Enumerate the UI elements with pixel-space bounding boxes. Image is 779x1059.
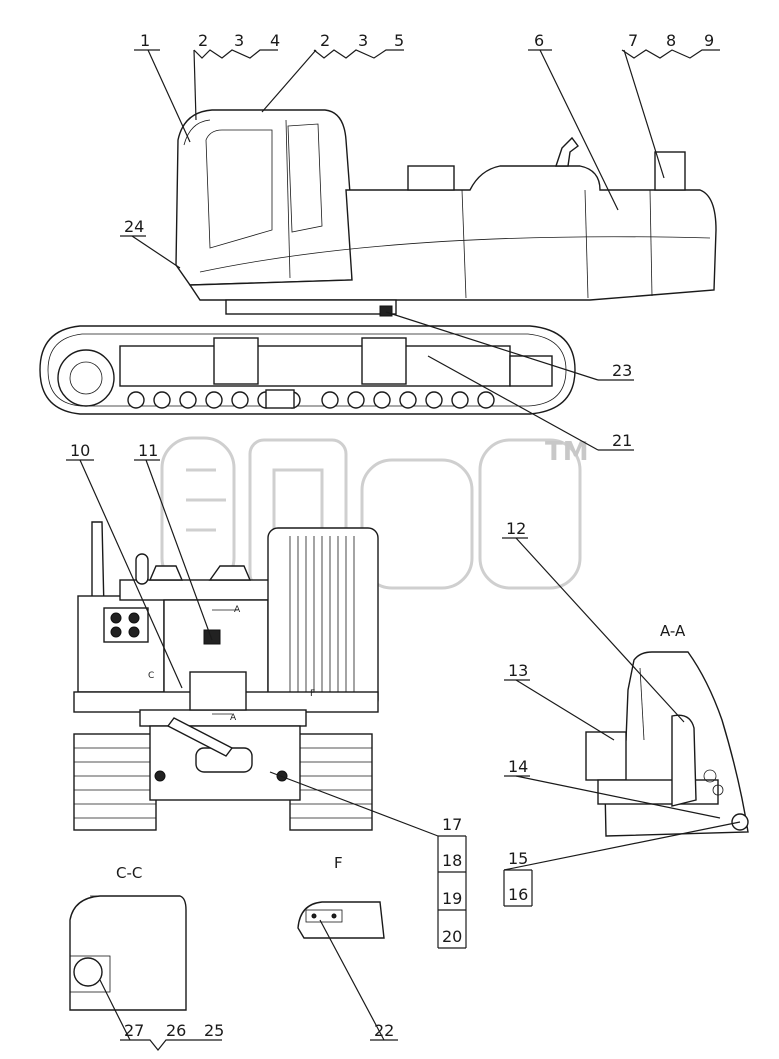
excavator-side-view (175, 109, 717, 317)
callout-3b: 3 (358, 31, 368, 50)
exhaust-pipe-rear (135, 553, 149, 585)
swing-bearing (225, 299, 397, 315)
section-cc-title: C-C (116, 864, 142, 882)
view-f-title: F (334, 854, 343, 872)
exhaust-pipe (555, 136, 579, 167)
callout-17: 17 (442, 815, 462, 834)
callout-3a: 3 (234, 31, 244, 50)
engine-hood (188, 165, 717, 301)
section-marker-c: C (148, 671, 154, 681)
callout-11: 11 (138, 441, 158, 460)
travel-motor (509, 355, 553, 387)
counterweight-rear (267, 527, 379, 711)
radiator-grille (289, 536, 355, 704)
callout-14: 14 (508, 757, 528, 776)
callout-2b: 2 (320, 31, 330, 50)
callout-24: 24 (124, 217, 144, 236)
section-cc-body (69, 895, 187, 1011)
rear-frame (139, 709, 307, 727)
callout-27: 27 (124, 1021, 144, 1040)
track-guard-right (361, 337, 407, 385)
callout-5: 5 (394, 31, 404, 50)
callout-19: 19 (442, 889, 462, 908)
cab-door-window (287, 123, 323, 233)
view-marker-f: F (310, 689, 315, 699)
track-shoes (74, 747, 372, 819)
section-marker-a-bottom: A (230, 713, 237, 723)
callout-8: 8 (666, 31, 676, 50)
air-intake (407, 165, 455, 191)
callout-15: 15 (508, 849, 528, 868)
callout-16: 16 (508, 885, 528, 904)
section-aa-plate (585, 731, 627, 781)
watermark-trademark: TM (545, 437, 589, 467)
cylinder (166, 717, 234, 757)
callout-1: 1 (140, 31, 150, 50)
callout-9: 9 (704, 31, 714, 50)
idler-wheel (57, 349, 115, 407)
leader-lines (66, 49, 741, 1051)
section-cc-view: C-C (69, 864, 187, 1011)
cab-window (205, 129, 273, 249)
track-assembly (39, 325, 576, 415)
view-f-body (297, 901, 385, 939)
callout-21: 21 (612, 431, 632, 450)
center-joint (189, 671, 247, 711)
exhaust-stack (654, 151, 686, 191)
rear-lamp-box (103, 607, 149, 643)
callout-7: 7 (628, 31, 638, 50)
callout-26: 26 (166, 1021, 186, 1040)
rear-left-housing (77, 595, 165, 693)
callout-25: 25 (204, 1021, 224, 1040)
callout-2a: 2 (198, 31, 208, 50)
section-aa-title: A-A (660, 622, 686, 640)
callout-23: 23 (612, 361, 632, 380)
callout-labels: 1 2 3 4 2 3 5 6 7 8 9 24 23 21 10 11 12 … (70, 31, 714, 1040)
section-aa-step (597, 779, 719, 805)
section-aa-view: A-A (585, 622, 749, 837)
callout-4: 4 (270, 31, 280, 50)
track-rollers (127, 391, 495, 409)
track-guard-left (213, 337, 259, 385)
callout-6: 6 (534, 31, 544, 50)
callout-10: 10 (70, 441, 90, 460)
view-f: F (297, 854, 385, 939)
excavator-rear-view: A A F C (73, 521, 379, 831)
callout-18: 18 (442, 851, 462, 870)
section-cc-opening (73, 957, 103, 987)
callout-20: 20 (442, 927, 462, 946)
callout-12: 12 (506, 519, 526, 538)
callout-13: 13 (508, 661, 528, 680)
left-track-rear (73, 733, 157, 831)
section-marker-a-top: A (234, 605, 241, 615)
right-track-rear (289, 733, 373, 831)
track-frame (119, 345, 511, 387)
cab-body (175, 109, 353, 286)
callout-22: 22 (374, 1021, 394, 1040)
